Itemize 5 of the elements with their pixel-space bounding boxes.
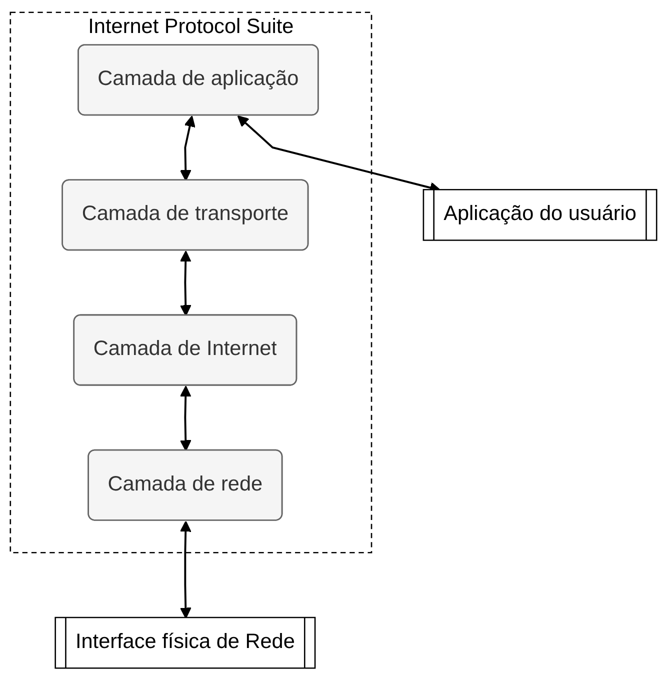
arrow [180, 521, 192, 619]
arrow [180, 386, 192, 452]
arrow [180, 250, 192, 316]
arrow [180, 116, 196, 182]
cluster [10, 12, 372, 554]
